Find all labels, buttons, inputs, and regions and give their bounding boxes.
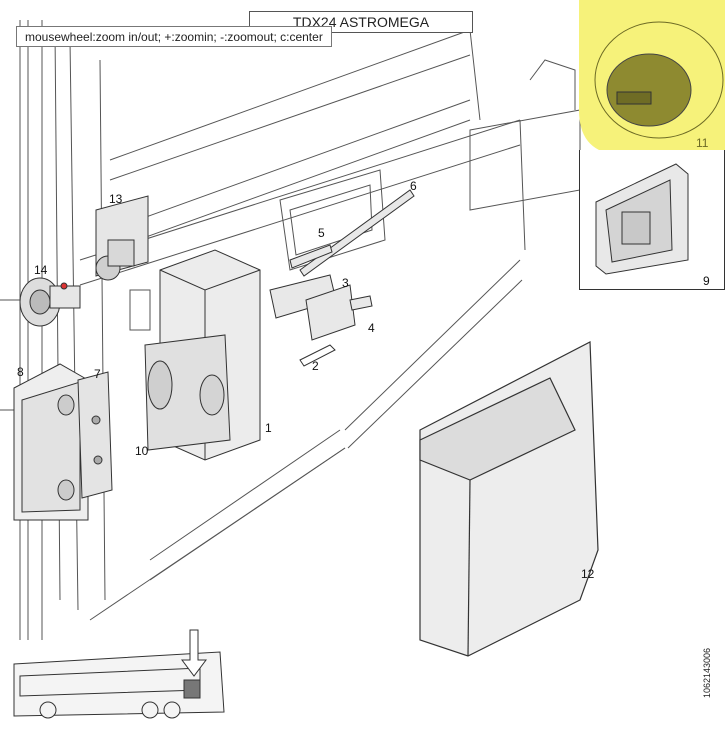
label-part-14[interactable]: 14 [34, 263, 48, 277]
cover-panel-icon[interactable] [419, 341, 599, 657]
zoom-hint: mousewheel:zoom in/out; +:zoomin; -:zoom… [16, 26, 332, 47]
label-part-5[interactable]: 5 [318, 226, 325, 240]
hinge-part-icon[interactable] [95, 195, 149, 281]
label-part-12[interactable]: 12 [581, 567, 595, 581]
label-part-10[interactable]: 10 [135, 444, 149, 458]
document-id: 1062143006 [702, 647, 712, 698]
label-part-1[interactable]: 1 [265, 421, 272, 435]
label-part-9[interactable]: 9 [703, 274, 710, 288]
fuel-cap-icon [579, 0, 725, 150]
bus-locator-icon [13, 629, 225, 719]
plate-7[interactable] [77, 371, 113, 499]
label-part-8[interactable]: 8 [17, 365, 24, 379]
linkage-rods[interactable] [269, 189, 415, 367]
inset-fuel-cap[interactable] [579, 0, 725, 150]
door-frame [0, 20, 581, 640]
lock-cylinder[interactable] [19, 277, 81, 327]
label-part-2[interactable]: 2 [312, 359, 319, 373]
label-part-6[interactable]: 6 [410, 179, 417, 193]
lock-housing[interactable] [144, 249, 261, 461]
inset-door-handle[interactable] [579, 150, 725, 290]
label-part-11[interactable]: 11 [696, 136, 709, 150]
label-part-3[interactable]: 3 [342, 276, 349, 290]
door-handle-icon [595, 163, 689, 275]
mounting-bracket[interactable] [13, 363, 89, 521]
label-part-7[interactable]: 7 [94, 367, 101, 381]
label-part-13[interactable]: 13 [109, 192, 123, 206]
label-part-4[interactable]: 4 [368, 321, 375, 335]
